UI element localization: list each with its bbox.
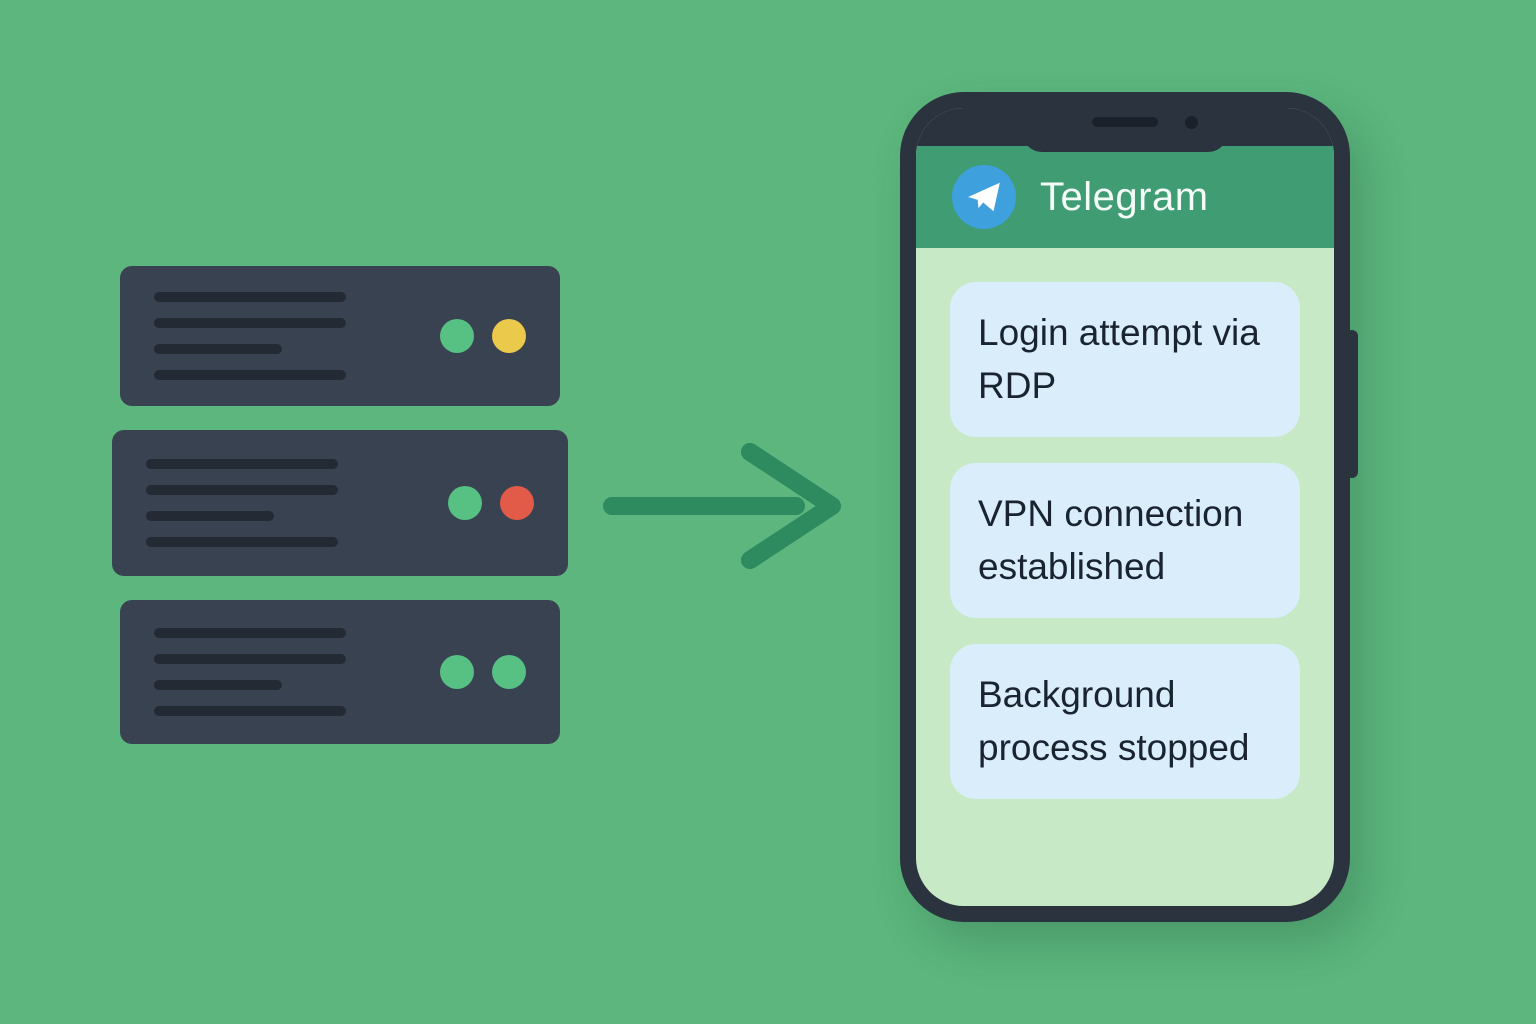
chat-area: Login attempt via RDP VPN connection est… xyxy=(916,248,1334,906)
status-leds xyxy=(448,486,534,520)
notification-bubble: VPN connection established xyxy=(950,463,1300,619)
vent-line xyxy=(154,344,282,354)
status-leds xyxy=(440,655,526,689)
vent-line xyxy=(154,628,346,638)
notification-text: VPN connection established xyxy=(978,493,1244,587)
telegram-header: Telegram xyxy=(916,146,1334,248)
camera-icon xyxy=(1185,116,1198,129)
server-unit-2 xyxy=(112,430,568,576)
server-vents xyxy=(154,628,346,716)
speaker-icon xyxy=(1092,117,1158,127)
status-led-green-icon xyxy=(448,486,482,520)
vent-line xyxy=(154,680,282,690)
notification-text: Login attempt via RDP xyxy=(978,312,1260,406)
vent-line xyxy=(146,537,338,547)
vent-line xyxy=(146,511,274,521)
app-title: Telegram xyxy=(1040,174,1209,219)
vent-line xyxy=(154,706,346,716)
arrow-right-icon xyxy=(603,443,841,569)
server-vents xyxy=(146,459,338,547)
vent-line xyxy=(146,459,338,469)
server-unit-1 xyxy=(120,266,560,406)
status-led-green-icon xyxy=(440,319,474,353)
server-unit-3 xyxy=(120,600,560,744)
status-led-red-icon xyxy=(500,486,534,520)
phone-side-button xyxy=(1346,330,1358,478)
notification-bubble: Background process stopped xyxy=(950,644,1300,800)
vent-line xyxy=(154,370,346,380)
vent-line xyxy=(154,292,346,302)
notification-text: Background process stopped xyxy=(978,674,1250,768)
status-led-green-icon xyxy=(440,655,474,689)
server-vents xyxy=(154,292,346,380)
status-led-green-icon xyxy=(492,655,526,689)
status-leds xyxy=(440,319,526,353)
telegram-logo-icon xyxy=(952,165,1016,229)
server-rack xyxy=(112,266,568,744)
status-led-yellow-icon xyxy=(492,319,526,353)
phone-screen: Telegram Login attempt via RDP VPN conne… xyxy=(916,108,1334,906)
notification-bubble: Login attempt via RDP xyxy=(950,282,1300,438)
vent-line xyxy=(154,318,346,328)
vent-line xyxy=(154,654,346,664)
phone-notch xyxy=(1022,92,1228,152)
vent-line xyxy=(146,485,338,495)
phone-mockup: Telegram Login attempt via RDP VPN conne… xyxy=(900,92,1358,922)
